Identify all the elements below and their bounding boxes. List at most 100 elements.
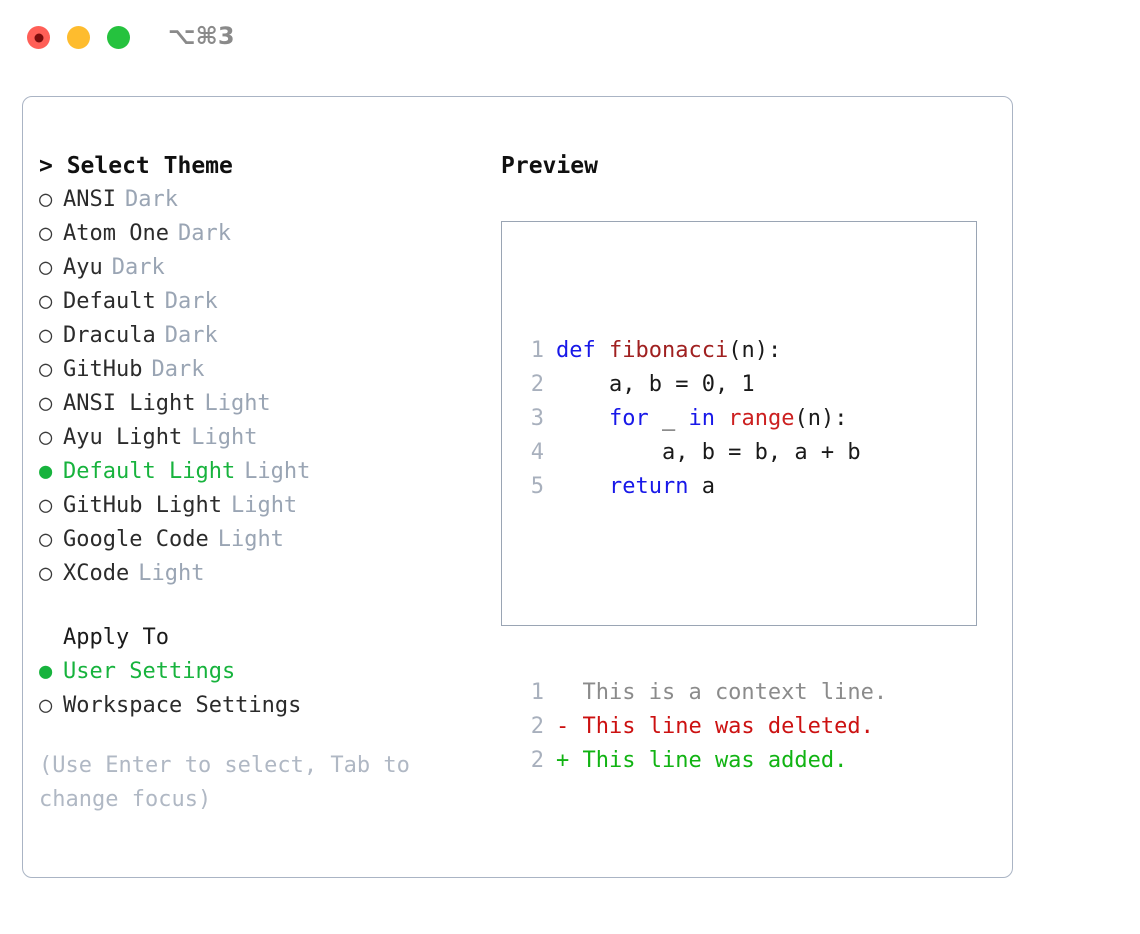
code-token: a bbox=[688, 474, 715, 499]
diff-block: 1 This is a context line. 2 - This line wa… bbox=[516, 676, 887, 778]
window-titlebar: ⌥⌘3 bbox=[0, 0, 1140, 78]
keyboard-shortcut-label: ⌥⌘3 bbox=[168, 22, 235, 50]
theme-option-ayu-light[interactable]: ○ Ayu Light Light bbox=[39, 421, 489, 455]
theme-option-default[interactable]: ○ Default Dark bbox=[39, 285, 489, 319]
line-number: 5 bbox=[530, 474, 544, 499]
code-token: (n): bbox=[728, 338, 782, 363]
apply-to-option-label: Workspace Settings bbox=[63, 693, 302, 718]
theme-variant-badge: Light bbox=[230, 493, 298, 518]
theme-option-label: ANSI bbox=[63, 187, 116, 212]
theme-variant-badge: Dark bbox=[124, 187, 178, 212]
theme-option-label: Atom One bbox=[63, 221, 169, 246]
radio-empty-icon: ○ bbox=[39, 391, 53, 416]
theme-option-atom-one[interactable]: ○ Atom One Dark bbox=[39, 217, 489, 251]
select-theme-header: > Select Theme bbox=[39, 153, 233, 179]
theme-variant-badge: Light bbox=[138, 561, 205, 586]
line-number: 2 bbox=[530, 372, 544, 397]
theme-option-label: Dracula bbox=[63, 323, 156, 348]
radio-empty-icon: ○ bbox=[39, 693, 53, 718]
theme-option-label: GitHub Light bbox=[63, 493, 222, 518]
theme-variant-badge: Dark bbox=[177, 221, 231, 246]
theme-option-ayu[interactable]: ○ Ayu Dark bbox=[39, 251, 489, 285]
radio-empty-icon: ○ bbox=[39, 323, 53, 348]
theme-variant-badge: Dark bbox=[151, 357, 205, 382]
radio-empty-icon: ○ bbox=[39, 187, 53, 212]
line-number: 4 bbox=[530, 440, 544, 465]
theme-variant-badge: Light bbox=[217, 527, 284, 552]
theme-option-label: GitHub bbox=[63, 357, 143, 382]
close-button[interactable] bbox=[27, 26, 50, 49]
theme-option-label: Ayu Light bbox=[63, 425, 183, 450]
line-number: 1 bbox=[530, 680, 544, 705]
line-number: 2 bbox=[530, 748, 544, 773]
keyboard-hint-text: (Use Enter to select, Tab to change focu… bbox=[39, 753, 410, 812]
code-line: 3 for _ in range(n): bbox=[516, 402, 887, 436]
theme-option-ansi[interactable]: ○ ANSI Dark bbox=[39, 183, 489, 217]
apply-to-option-user-settings[interactable]: ● User Settings bbox=[39, 655, 489, 689]
traffic-lights bbox=[27, 26, 130, 49]
code-token: def bbox=[556, 338, 596, 363]
theme-option-label: Default Light bbox=[63, 459, 236, 484]
minimize-button[interactable] bbox=[67, 26, 90, 49]
theme-option-label: Default bbox=[63, 289, 156, 314]
code-token: (n): bbox=[794, 406, 848, 431]
theme-variant-badge: Dark bbox=[164, 323, 218, 348]
diff-line: 2 - This line was deleted. bbox=[516, 710, 887, 744]
theme-variant-badge: Dark bbox=[164, 289, 218, 314]
theme-option-dracula[interactable]: ○ Dracula Dark bbox=[39, 319, 489, 353]
maximize-button[interactable] bbox=[107, 26, 130, 49]
code-token bbox=[596, 334, 609, 368]
code-token: in bbox=[688, 406, 715, 431]
theme-variant-badge: Light bbox=[204, 391, 271, 416]
radio-empty-icon: ○ bbox=[39, 289, 53, 314]
code-line: 1 def fibonacci(n): bbox=[516, 334, 887, 368]
code-token: fibonacci bbox=[609, 338, 729, 363]
code-token: - This line was deleted. bbox=[556, 714, 874, 739]
line-number: 2 bbox=[530, 714, 544, 739]
radio-empty-icon: ○ bbox=[39, 425, 53, 450]
line-number: 1 bbox=[530, 338, 544, 363]
code-line: 4 a, b = b, a + b bbox=[516, 436, 887, 470]
theme-variant-badge: Light bbox=[191, 425, 258, 450]
theme-option-label: Ayu bbox=[63, 255, 103, 280]
code-token bbox=[556, 470, 609, 504]
radio-selected-icon: ● bbox=[39, 659, 53, 684]
theme-option-ansi-light[interactable]: ○ ANSI Light Light bbox=[39, 387, 489, 421]
radio-empty-icon: ○ bbox=[39, 255, 53, 280]
radio-empty-icon: ○ bbox=[39, 221, 53, 246]
code-token bbox=[715, 402, 728, 436]
radio-empty-icon: ○ bbox=[39, 561, 53, 586]
apply-to-option-workspace-settings[interactable]: ○ Workspace Settings bbox=[39, 689, 489, 723]
radio-selected-icon: ● bbox=[39, 459, 53, 484]
theme-option-default-light[interactable]: ● Default Light Light bbox=[39, 455, 489, 489]
line-number: 3 bbox=[530, 406, 544, 431]
code-token bbox=[556, 402, 609, 436]
code-token: _ bbox=[648, 406, 689, 431]
theme-option-xcode[interactable]: ○ XCode Light bbox=[39, 557, 489, 591]
apply-to-header: Apply To bbox=[63, 625, 169, 650]
theme-variant-badge: Light bbox=[244, 459, 311, 484]
preview-title: Preview bbox=[501, 153, 598, 179]
diff-gap bbox=[516, 572, 887, 608]
code-line: 5 return a bbox=[516, 470, 887, 504]
code-token: range bbox=[728, 406, 795, 431]
code-token: + This line was added. bbox=[556, 748, 848, 773]
theme-variant-badge: Dark bbox=[111, 255, 165, 280]
apply-to-option-list: ● User Settings ○ Workspace Settings bbox=[39, 655, 489, 723]
diff-line: 1 This is a context line. bbox=[516, 676, 887, 710]
theme-option-label: ANSI Light bbox=[63, 391, 196, 416]
apply-to-option-label: User Settings bbox=[63, 659, 236, 684]
section-spacer bbox=[39, 591, 489, 621]
theme-option-label: XCode bbox=[63, 561, 130, 586]
